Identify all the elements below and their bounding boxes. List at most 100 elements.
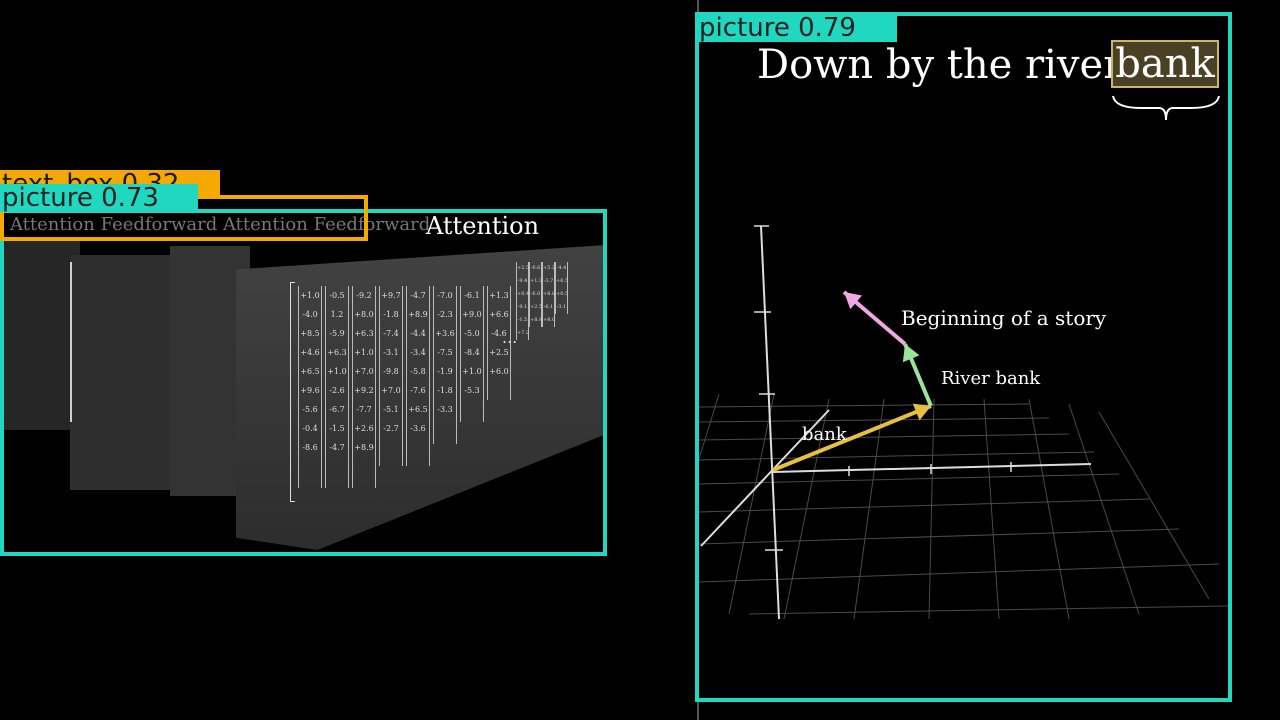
sentence-prefix: Down by the river [757,42,1123,88]
matrix-column: -4.4+6.5+0.5-3.1 [555,262,568,314]
matrix-cell: +1.0 [354,348,374,357]
vector-bank-head [912,403,931,421]
matrix-cell: +7.0 [381,386,401,395]
vector-plot [699,225,1229,620]
matrix-cell: -6.0 [530,291,541,297]
detection-box-picture-right [695,12,1232,702]
matrix-cell: +9.6 [300,386,320,395]
matrix-cell: -1.5 [329,424,345,433]
matrix-cell: -4.7 [410,291,426,300]
matrix-cell: +8.5 [300,329,320,338]
matrix-cell: -6.6 [530,265,541,271]
matrix-cell: +8.0 [354,310,374,319]
embedding-matrix: +1.0-4.0+8.5+4.6+6.5+9.6-5.6-0.4-8.6-0.5… [290,282,513,502]
matrix-cell: +4.6 [300,348,320,357]
matrix-cell: +7.2 [517,330,530,336]
grid-line [983,398,1000,620]
grid-line [783,398,830,620]
matrix-cell: +1.0 [300,291,320,300]
matrix-cell: 1.2 [330,310,344,319]
back-slab-divider [70,262,72,422]
matrix-cell: -5.3 [464,386,480,395]
matrix-cell: -2.6 [329,386,345,395]
right-scene: Down by the river bank bank River bank B… [699,14,1229,698]
matrix-cell: -6.7 [329,405,345,414]
matrix-cell: +1.0 [462,367,482,376]
matrix-cell: -0.5 [329,291,345,300]
matrix-cell: +6.3 [327,348,347,357]
matrix-cell: -0.4 [302,424,318,433]
grid-line [1068,403,1140,615]
matrix-cell: +8.9 [354,443,374,452]
detection-label-picture-right: picture 0.79 [697,14,897,42]
matrix-cell: -3.1 [383,348,399,357]
grid-line [699,563,1220,583]
matrix-column: -6.6 +1.3 -6.0 +2.5 +8.9 [529,262,542,327]
matrix-column: +1.0-4.0+8.5+4.6+6.5+9.6-5.6-0.4-8.6 [298,286,322,488]
matrix-cell: +9.7 [381,291,401,300]
grid-line [1098,411,1210,600]
matrix-bracket-left [290,282,295,502]
grid-line [699,433,1070,441]
grid-line [699,451,1095,461]
matrix-cell: -3.7 [543,278,554,284]
matrix-cell: -4.7 [329,443,345,452]
grid-line [699,528,1180,545]
z-axis [760,225,780,620]
matrix-cell: +6.5 [300,367,320,376]
matrix-cell: +7.0 [354,367,374,376]
matrix-cell: -9.8 [383,367,399,376]
matrix-cell: -3.6 [410,424,426,433]
matrix-cell: -1.8 [437,386,453,395]
matrix-cell: +6.0 [489,367,509,376]
matrix-cell: -2.3 [437,310,453,319]
matrix-columns: +1.0-4.0+8.5+4.6+6.5+9.6-5.6-0.4-8.6-0.5… [298,286,513,501]
matrix-cell: +1.0 [327,367,347,376]
matrix-cell: -7.0 [437,291,453,300]
matrix-cell: -7.6 [410,386,426,395]
matrix-cell: -4.0 [302,310,318,319]
matrix-cell: -4.4 [410,329,426,338]
matrix-cell: +9.2 [354,386,374,395]
y-axis [700,409,830,547]
matrix-cell: -8.4 [464,348,480,357]
matrix-cell: +8.9 [530,317,543,323]
matrix-cell: +1.3 [530,278,543,284]
x-axis [772,463,1092,473]
matrix-cell: +6.6 [489,310,509,319]
stage-labels: Attention Feedforward Attention Feedforw… [10,214,430,235]
back-slab-1 [0,240,80,430]
matrix-cell: -9.1 [517,304,528,310]
highlighted-word: bank [1111,40,1219,88]
matrix-cell: +2.5 [530,304,543,310]
matrix-cell: +9.0 [462,310,482,319]
grid-line [853,398,885,620]
matrix-cell: -5.6 [302,405,318,414]
matrix-column: -4.7+8.9-4.4-3.4-5.8-7.6+6.5-3.6 [406,286,430,466]
matrix-cell: +1.3 [489,291,509,300]
matrix-cell: -4.6 [491,329,507,338]
matrix-cell: -5.0 [464,329,480,338]
vector-river-bank-head [902,344,920,363]
matrix-column: +5.2-3.7+8.8-6.1+8.0 [542,262,555,327]
sentence: Down by the river [757,42,1122,88]
matrix-cell: +0.4 [517,291,530,297]
matrix-cell: -9.2 [356,291,372,300]
matrix-cell: -7.5 [437,348,453,357]
matrix-column: -7.0-2.3+3.6-7.5-1.9-1.8-3.3 [433,286,457,444]
vector-label-bank: bank [802,424,847,445]
grid-line [1028,398,1070,620]
grid-line [928,398,935,620]
matrix-cell: -5.1 [383,405,399,414]
stage-label: Feedforward [100,214,218,235]
matrix-cell: +8.8 [543,291,556,297]
matrix-cell: +2.5 [489,348,509,357]
matrix-column: -9.2+8.0+6.3+1.0+7.0+9.2-7.7+2.6+8.9 [352,286,376,488]
matrix-cell: +6.3 [354,329,374,338]
matrix-cell: -7.7 [356,405,372,414]
matrix-cell: -1.9 [437,367,453,376]
left-scene: Attention Feedforward Attention Feedforw… [0,200,606,556]
grid-line [728,393,775,615]
detection-box-picture-left [0,209,607,556]
